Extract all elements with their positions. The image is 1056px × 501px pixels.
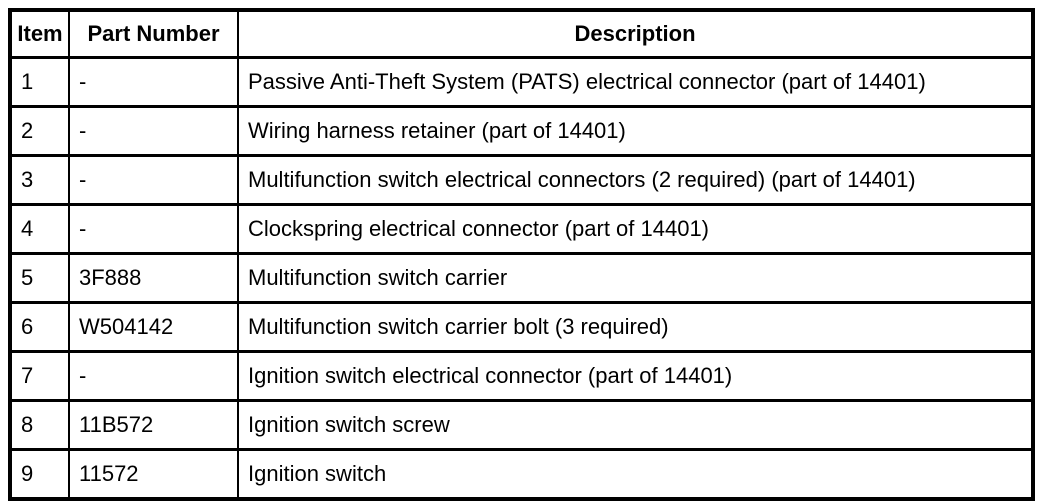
cell-description: Multifunction switch electrical connecto…: [237, 154, 1034, 206]
cell-part-number: W504142: [68, 301, 239, 353]
table-row: 5 3F888 Multifunction switch carrier: [9, 252, 1034, 304]
cell-part-number: -: [68, 56, 239, 108]
cell-item: 7: [9, 350, 70, 402]
table-row: 6 W504142 Multifunction switch carrier b…: [9, 301, 1034, 353]
column-header-item: Item: [9, 8, 70, 59]
cell-part-number: -: [68, 154, 239, 206]
table-row: 1 - Passive Anti-Theft System (PATS) ele…: [9, 56, 1034, 108]
cell-description: Multifunction switch carrier bolt (3 req…: [237, 301, 1034, 353]
table-row: 2 - Wiring harness retainer (part of 144…: [9, 105, 1034, 157]
cell-description: Wiring harness retainer (part of 14401): [237, 105, 1034, 157]
table-row: 8 11B572 Ignition switch screw: [9, 399, 1034, 451]
cell-description: Ignition switch screw: [237, 399, 1034, 451]
table-row: 7 - Ignition switch electrical connector…: [9, 350, 1034, 402]
cell-part-number: -: [68, 203, 239, 255]
table-row: 4 - Clockspring electrical connector (pa…: [9, 203, 1034, 255]
cell-description: Multifunction switch carrier: [237, 252, 1034, 304]
cell-item: 4: [9, 203, 70, 255]
cell-item: 6: [9, 301, 70, 353]
table-header-row: Item Part Number Description: [9, 8, 1034, 59]
table-row: 3 - Multifunction switch electrical conn…: [9, 154, 1034, 206]
cell-item: 5: [9, 252, 70, 304]
parts-table: Item Part Number Description 1 - Passive…: [8, 8, 1035, 501]
cell-part-number: 11B572: [68, 399, 239, 451]
cell-description: Clockspring electrical connector (part o…: [237, 203, 1034, 255]
cell-item: 3: [9, 154, 70, 206]
cell-part-number: -: [68, 350, 239, 402]
cell-description: Ignition switch electrical connector (pa…: [237, 350, 1034, 402]
column-header-part-number: Part Number: [68, 8, 239, 59]
cell-item: 1: [9, 56, 70, 108]
cell-part-number: -: [68, 105, 239, 157]
column-header-description: Description: [237, 8, 1034, 59]
cell-description: Passive Anti-Theft System (PATS) electri…: [237, 56, 1034, 108]
cell-item: 2: [9, 105, 70, 157]
cell-item: 8: [9, 399, 70, 451]
cell-part-number: 3F888: [68, 252, 239, 304]
